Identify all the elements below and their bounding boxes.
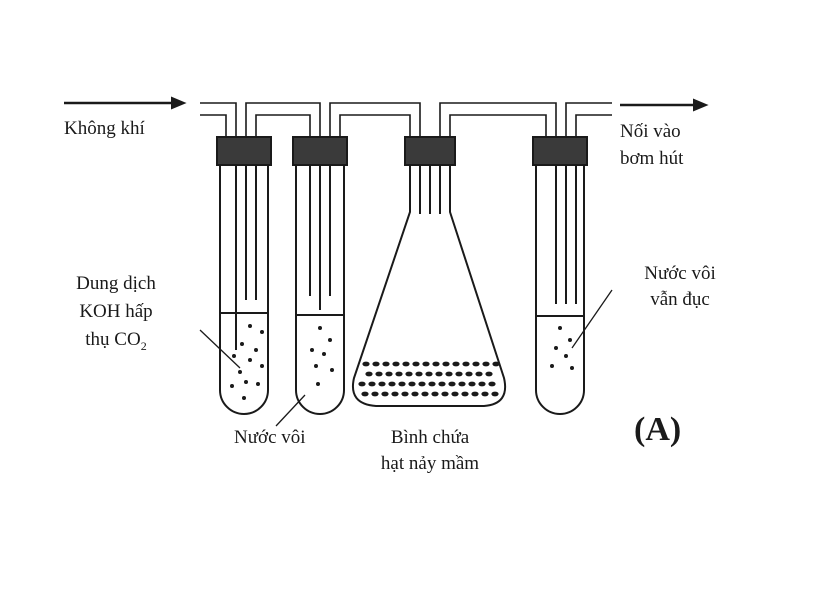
seed bbox=[455, 371, 463, 377]
seed bbox=[492, 361, 500, 367]
seed bbox=[481, 391, 489, 397]
seed-flask bbox=[352, 165, 506, 407]
seed bbox=[381, 391, 389, 397]
seed bbox=[421, 391, 429, 397]
seed bbox=[458, 381, 466, 387]
seed bbox=[388, 381, 396, 387]
seed bbox=[415, 371, 423, 377]
seed bbox=[431, 391, 439, 397]
seed bbox=[412, 361, 420, 367]
seed bbox=[478, 381, 486, 387]
seed bbox=[361, 391, 369, 397]
limewater-tube-stopper bbox=[292, 136, 348, 166]
cloudy-limewater-label-line1: Nước vôi bbox=[644, 263, 716, 284]
seed bbox=[422, 361, 430, 367]
flask-label-line1: Bình chứa bbox=[390, 427, 470, 448]
seed bbox=[472, 361, 480, 367]
limewater-tube bbox=[295, 165, 345, 415]
koh-tube bbox=[219, 165, 269, 415]
limewater-tube-particles bbox=[310, 326, 334, 386]
seed bbox=[445, 371, 453, 377]
koh-label-line3: thụ CO2 bbox=[85, 329, 147, 353]
koh-tube-stopper bbox=[216, 136, 272, 166]
seed bbox=[382, 361, 390, 367]
cloudy-limewater-tube-stopper bbox=[532, 136, 588, 166]
seed bbox=[365, 371, 373, 377]
seed bbox=[411, 391, 419, 397]
seed bbox=[378, 381, 386, 387]
seed bbox=[395, 371, 403, 377]
koh-tube-particles bbox=[230, 324, 264, 400]
seed bbox=[372, 361, 380, 367]
seed bbox=[425, 371, 433, 377]
seed-flask-stopper bbox=[404, 136, 456, 166]
seed bbox=[461, 391, 469, 397]
seed bbox=[471, 391, 479, 397]
seed bbox=[475, 371, 483, 377]
seed bbox=[371, 391, 379, 397]
koh-label-line2: KOH hấp bbox=[79, 301, 153, 322]
seed bbox=[385, 371, 393, 377]
seed bbox=[452, 361, 460, 367]
cloudy-limewater-label-line2: vẫn đục bbox=[650, 289, 710, 310]
seed bbox=[398, 381, 406, 387]
panel-label: (A) bbox=[634, 411, 682, 448]
flask-label-line2: hạt nảy mầm bbox=[380, 453, 480, 474]
air-in-label: Không khí bbox=[64, 118, 145, 139]
seed bbox=[375, 371, 383, 377]
limewater-label: Nước vôi bbox=[234, 427, 306, 448]
cloudy-limewater-particles bbox=[550, 326, 574, 370]
leader-lines bbox=[199, 289, 613, 427]
seed bbox=[358, 381, 366, 387]
seed bbox=[435, 371, 443, 377]
outlet-arrow bbox=[620, 98, 709, 112]
seed bbox=[465, 371, 473, 377]
seed bbox=[441, 391, 449, 397]
seed bbox=[491, 391, 499, 397]
seed bbox=[402, 361, 410, 367]
seed bbox=[428, 381, 436, 387]
cloudy-limewater-tube bbox=[535, 165, 585, 415]
seed bbox=[468, 381, 476, 387]
outlet-label-line1: Nối vào bbox=[620, 121, 681, 142]
seed bbox=[362, 361, 370, 367]
seed bbox=[485, 371, 493, 377]
seed bbox=[405, 371, 413, 377]
seed bbox=[432, 361, 440, 367]
seed bbox=[482, 361, 490, 367]
seed bbox=[488, 381, 496, 387]
germinating-seeds bbox=[358, 361, 500, 397]
seed bbox=[448, 381, 456, 387]
seed bbox=[408, 381, 416, 387]
connecting-tubes bbox=[200, 102, 612, 137]
koh-label-line1: Dung dịch bbox=[76, 273, 156, 294]
seed bbox=[438, 381, 446, 387]
seed bbox=[462, 361, 470, 367]
air-in-arrow bbox=[64, 96, 187, 110]
seed bbox=[442, 361, 450, 367]
seed bbox=[368, 381, 376, 387]
seed bbox=[418, 381, 426, 387]
seed bbox=[451, 391, 459, 397]
outlet-label-line2: bơm hút bbox=[620, 148, 684, 169]
seed bbox=[392, 361, 400, 367]
seed bbox=[391, 391, 399, 397]
seed bbox=[401, 391, 409, 397]
